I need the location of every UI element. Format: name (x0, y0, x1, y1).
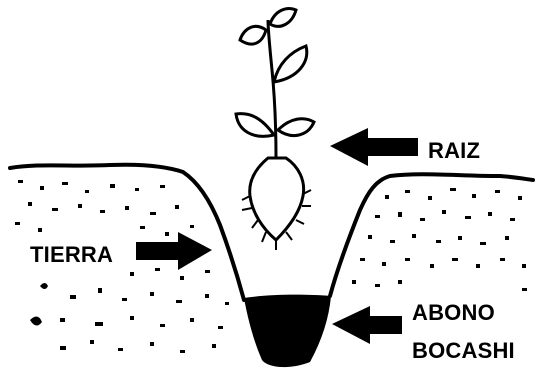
label-raiz: RAIZ (428, 138, 480, 163)
leaf-mid-right (274, 46, 307, 82)
leaf-top-right (270, 9, 296, 27)
leaf-low-left (236, 114, 274, 137)
leaf-top-left (240, 26, 266, 44)
abono-bocashi-layer (244, 295, 331, 367)
root-ball (250, 158, 304, 240)
label-tierra: TIERRA (30, 242, 113, 267)
leaf-low-right (278, 119, 314, 136)
arrow-tierra (136, 232, 212, 270)
soil-texture-right (352, 188, 527, 291)
label-abono-line1: ABONO (412, 300, 495, 325)
arrow-abono (332, 306, 402, 344)
arrow-raiz (330, 128, 418, 166)
label-abono-line2: BOCASHI (412, 338, 515, 363)
